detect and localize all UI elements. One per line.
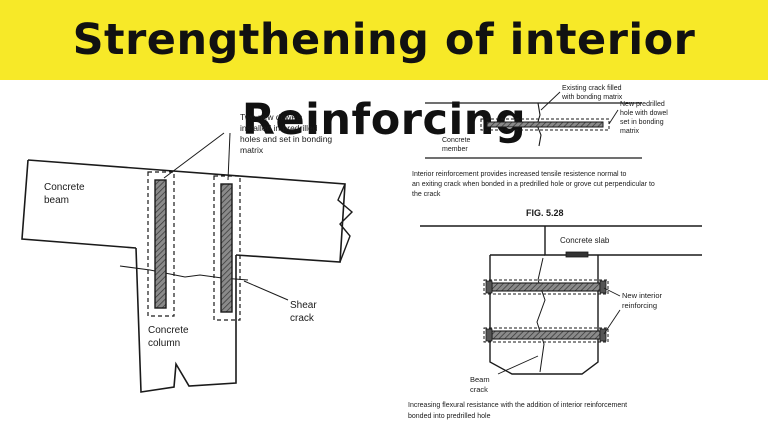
dowel-left (154, 179, 167, 309)
dowel-hole-right (213, 175, 241, 321)
dowel-hole-left (147, 171, 175, 317)
concrete-column-shape (135, 247, 237, 393)
lower-bar (491, 330, 601, 340)
beam-column-figure (21, 132, 354, 393)
reinforcing-leader-lower (603, 309, 621, 335)
new-hole-leader (608, 109, 619, 125)
upper-bar-cap-right (599, 280, 607, 294)
crack-dowel-figure (425, 91, 642, 159)
beam-crack-leader (497, 355, 539, 375)
crack-leader (243, 280, 289, 301)
dowels-leader-left (163, 132, 225, 179)
top-caption: Interior reinforcement provides increase… (412, 171, 657, 198)
beam-break-line (337, 183, 354, 263)
slab-label: Concrete slab (560, 236, 610, 245)
dowel-top (486, 121, 604, 128)
beam-web-shape (489, 254, 599, 375)
lower-bar-hole (483, 327, 609, 343)
lower-bar-cap-right (599, 328, 607, 342)
beam-crack-label: Beam crack (470, 375, 492, 394)
slab-beam-figure (420, 225, 702, 375)
existing-crack-leader (540, 91, 561, 111)
bearing-pad (565, 251, 589, 258)
member-label: Concrete member (442, 137, 472, 153)
predrilled-hole-top (480, 118, 610, 131)
new-hole-label: New predrilled hole with dowel set in bo… (620, 101, 670, 135)
dowels-leader-right (227, 132, 231, 181)
existing-crack-label: Existing crack filled with bonding matri… (561, 85, 623, 101)
dowel-right (220, 183, 233, 313)
bottom-caption: Increasing flexural resistance with the … (408, 402, 629, 420)
figure-number: FIG. 5.28 (526, 208, 564, 218)
title-banner (0, 0, 768, 80)
beam-crack-line (536, 257, 546, 373)
upper-bar (491, 282, 601, 292)
dowels-label: Two new dowels installed in predrilled h… (240, 112, 335, 155)
upper-bar-hole (483, 279, 609, 295)
concrete-beam-shape (21, 159, 346, 263)
upper-bar-cap-left (485, 280, 493, 294)
reinforcing-leader-upper (603, 287, 621, 297)
lower-bar-cap-left (485, 328, 493, 342)
column-label: Concrete column (148, 325, 191, 349)
shear-crack-label: Shear crack (290, 300, 319, 324)
reinforcing-label: New interior reinforcing (622, 291, 664, 310)
page-title: Strengthening of interior Reinforcing (72, 15, 696, 145)
beam-label: Concrete beam (44, 182, 87, 206)
